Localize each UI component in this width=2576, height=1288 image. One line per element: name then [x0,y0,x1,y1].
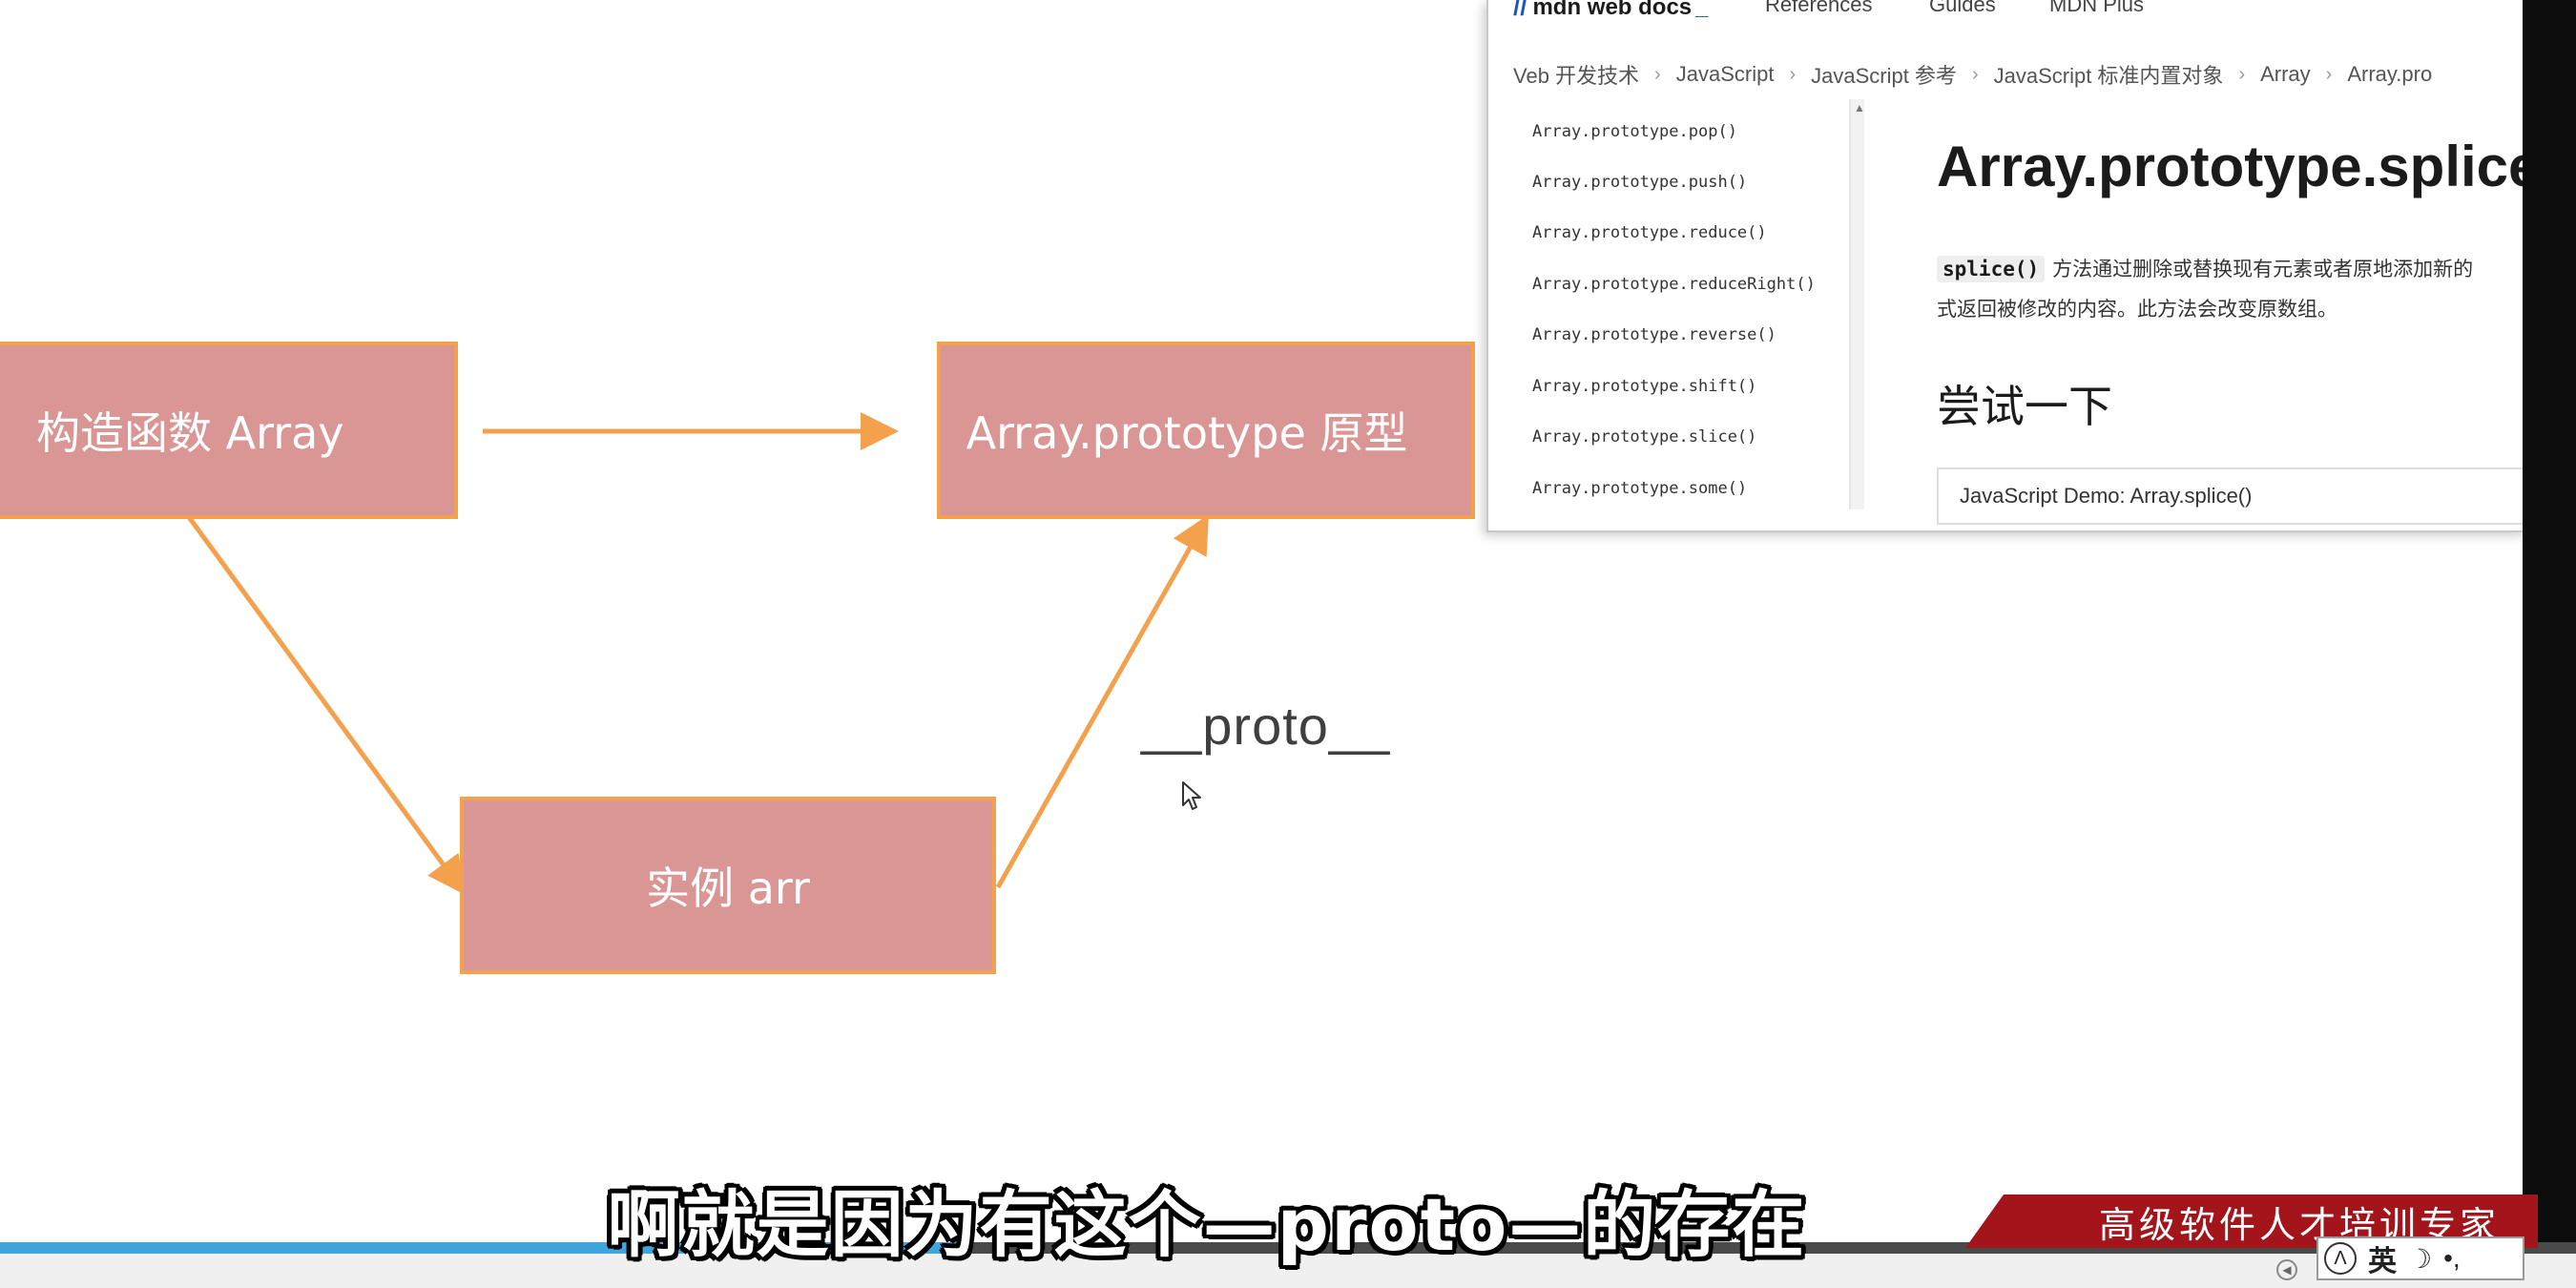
sidebar-item-push[interactable]: Array.prototype.push() [1532,173,1748,192]
page-title: Array.prototype.splice [1937,135,2528,198]
ime-halfwidth-icon[interactable]: ☽ [2408,1243,2433,1274]
array-prototype-box: Array.prototype 原型 [937,342,1475,519]
ime-language-toggle[interactable]: 英 [2368,1246,2397,1278]
instance-arr-label: 实例 arr [646,862,810,914]
chevron-up-icon[interactable]: ▲ [1854,101,1865,114]
video-progress-fill [0,1242,959,1254]
breadcrumb-current[interactable]: Array.pro [2347,62,2433,86]
breadcrumb-separator: › [2238,63,2246,85]
breadcrumb-separator: › [1971,63,1979,85]
breadcrumb-builtin-objects[interactable]: JavaScript 标准内置对象 [1993,64,2224,88]
description-line-2: 式返回被修改的内容。此方法会改变原数组。 [1937,299,2337,321]
nav-references[interactable]: References [1765,0,1873,16]
breadcrumb-separator: › [1789,63,1797,85]
mdn-logo[interactable]: // mdn web docs _ [1513,0,1709,22]
arrow-constructor-to-instance [186,515,466,896]
sidebar-scrollbar[interactable]: ▲ [1851,99,1865,509]
ime-toolbar[interactable]: Λ 英 ☽ •, [2316,1236,2524,1280]
constructor-array-label: 构造函数 Array [36,407,344,459]
breadcrumb-array[interactable]: Array [2260,62,2311,86]
sidebar-item-reverse[interactable]: Array.prototype.reverse() [1532,325,1776,344]
breadcrumb-separator: › [1654,63,1661,85]
breadcrumb-javascript[interactable]: JavaScript [1675,62,1775,86]
sidebar-item-reduce[interactable]: Array.prototype.reduce() [1532,223,1767,242]
breadcrumb-web-tech[interactable]: Veb 开发技术 [1513,64,1640,88]
nav-mdn-plus[interactable]: MDN Plus [2049,0,2145,16]
mdn-top-nav: // mdn web docs _ References Guides MDN … [1488,0,2528,29]
screen-edge [2523,0,2576,1288]
cursor-arrow-icon [1182,781,1201,810]
player-rewind-icon[interactable]: ◀ [2276,1259,2297,1280]
proto-label: __proto__ [1141,696,1391,756]
instance-arr-box: 实例 arr [460,797,996,974]
sidebar-item-reduceright[interactable]: Array.prototype.reduceRight() [1532,275,1816,294]
breadcrumb-separator: › [2325,63,2333,85]
description-line-1: splice() 方法通过删除或替换现有元素或者原地添加新的 [1937,254,2473,282]
try-it-heading: 尝试一下 [1937,382,2112,431]
mdn-logo-mark-icon: // [1513,0,1527,21]
splice-code: splice() [1937,256,2046,282]
nav-guides[interactable]: Guides [1929,0,1996,16]
breadcrumb-js-reference[interactable]: JavaScript 参考 [1811,64,1957,88]
array-prototype-label: Array.prototype 原型 [966,407,1408,459]
player-control-strip [0,1254,2576,1288]
sidebar-item-shift[interactable]: Array.prototype.shift() [1532,377,1757,396]
ime-punctuation-icon[interactable]: •, [2443,1243,2461,1273]
sidebar-item-pop[interactable]: Array.prototype.pop() [1532,122,1737,141]
constructor-array-box: 构造函数 Array [0,342,458,519]
breadcrumb: Veb 开发技术 › JavaScript › JavaScript 参考 › … [1513,59,2432,90]
video-progress-bar[interactable] [0,1242,2576,1254]
mdn-sidebar: Array.prototype.pop() Array.prototype.pu… [1488,99,1851,509]
sidebar-item-some[interactable]: Array.prototype.some() [1532,479,1748,498]
mdn-docs-panel: // mdn web docs _ References Guides MDN … [1486,0,2528,532]
ime-logo-icon[interactable]: Λ [2324,1242,2357,1275]
mdn-logo-text: mdn web docs [1532,0,1693,20]
sidebar-item-slice[interactable]: Array.prototype.slice() [1532,427,1757,447]
brand-banner: 高级软件人才培训专家 [1965,1195,2538,1248]
interactive-demo-box[interactable]: JavaScript Demo: Array.splice() [1937,467,2528,525]
video-subtitle: 啊就是因为有这个—proto—的存在 [607,1182,1807,1267]
demo-title: JavaScript Demo: Array.splice() [1960,484,2253,508]
mdn-logo-underscore: _ [1695,0,1709,20]
description-text-1: 方法通过删除或替换现有元素或者原地添加新的 [2052,259,2474,280]
